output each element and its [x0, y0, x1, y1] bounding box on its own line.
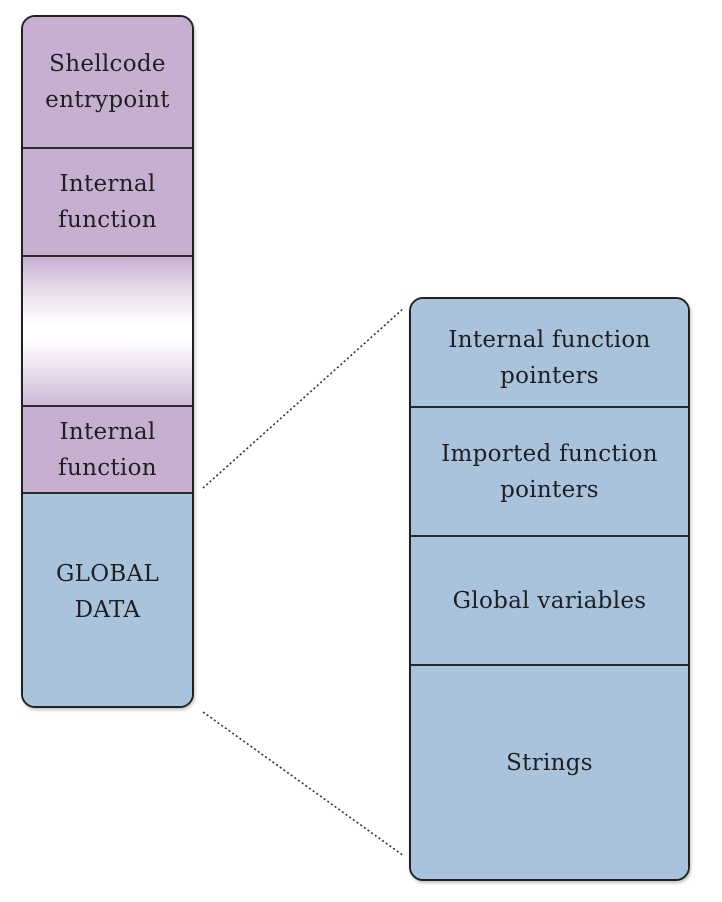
global-variables-block: Global variables	[411, 535, 688, 665]
internal-function-label-2: Internal function	[58, 418, 157, 481]
global-data-label: GLOBAL DATA	[55, 561, 160, 623]
lower-connector-line	[202, 711, 405, 857]
upper-connector-line	[202, 307, 405, 489]
global-data-block: GLOBAL DATA	[23, 492, 192, 706]
shellcode-layout-column: Shellcode entrypoint Internal function I…	[21, 15, 194, 708]
internal-function-label-1: Internal function	[58, 171, 157, 233]
strings-block: Strings	[411, 664, 688, 879]
elided-code-gap	[23, 255, 192, 407]
strings-label: Strings	[506, 749, 593, 776]
shellcode-entrypoint-block: Shellcode entrypoint	[23, 17, 192, 147]
imported-function-pointers-label: Imported function pointers	[441, 441, 658, 503]
internal-function-pointers-block: Internal function pointers	[411, 299, 688, 408]
internal-function-block-1: Internal function	[23, 147, 192, 255]
shellcode-entrypoint-label: Shellcode entrypoint	[45, 51, 170, 113]
global-variables-label: Global variables	[452, 588, 647, 614]
internal-function-block-2: Internal function	[23, 405, 192, 492]
global-data-detail-column: Internal function pointers Imported func…	[409, 297, 690, 881]
imported-function-pointers-block: Imported function pointers	[411, 406, 688, 536]
internal-function-pointers-label: Internal function pointers	[448, 326, 651, 389]
